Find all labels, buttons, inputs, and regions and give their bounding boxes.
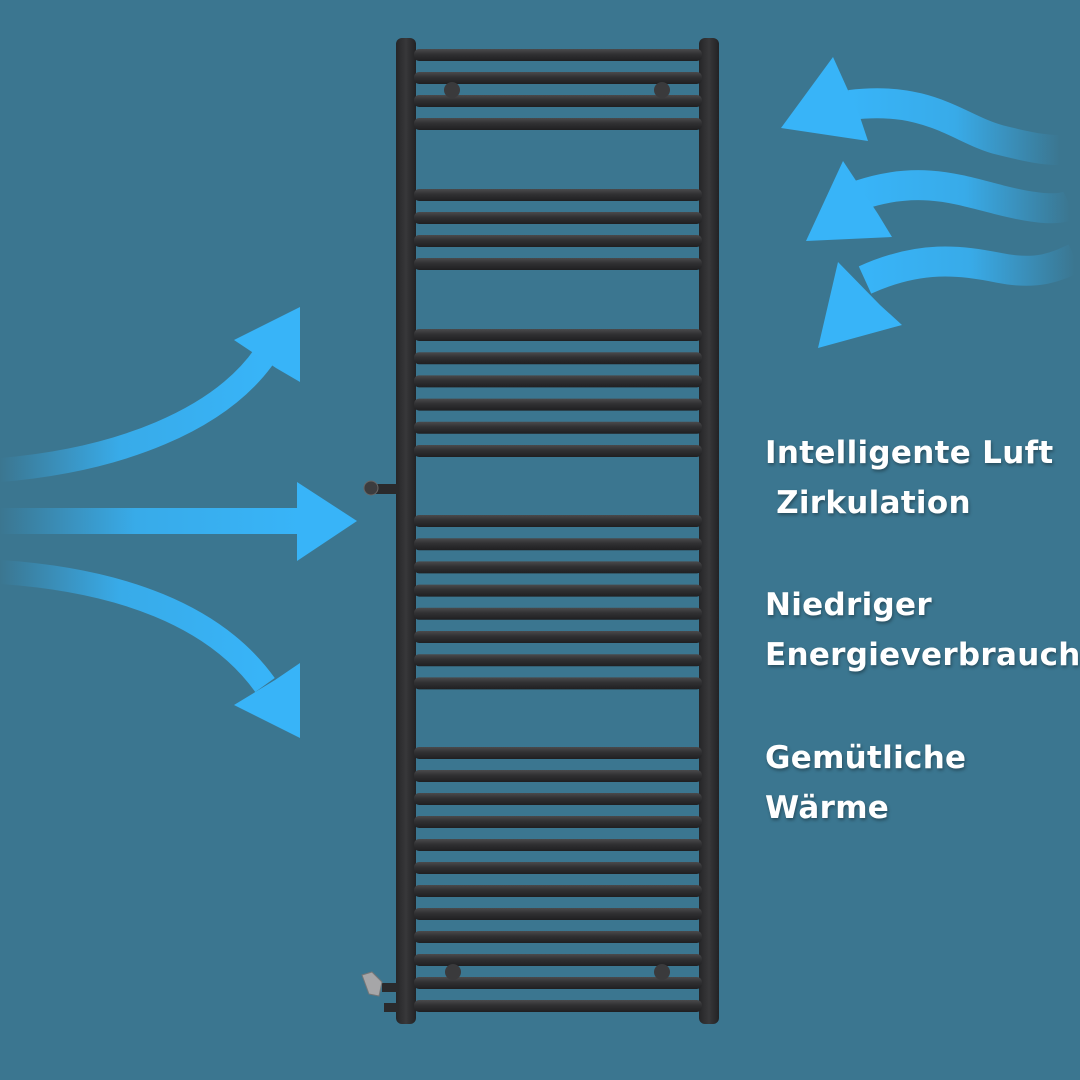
- radiator-bar: [414, 538, 702, 551]
- radiator-bar: [414, 329, 702, 341]
- wall-mount: [654, 964, 670, 980]
- radiator-bar: [414, 72, 702, 84]
- feature-air-circulation: Intelligente Luft Zirkulation: [765, 428, 1053, 528]
- wall-mount: [654, 82, 670, 98]
- heating-port: [374, 484, 398, 494]
- wall-mount: [445, 964, 461, 980]
- radiator-bars: [414, 49, 702, 1012]
- left-rail: [396, 38, 416, 1024]
- radiator-bar: [414, 793, 702, 805]
- wall-mount: [444, 82, 460, 98]
- radiator-bar: [414, 584, 702, 597]
- radiator: [361, 38, 719, 1024]
- radiator-bar: [414, 839, 702, 851]
- feature-low-energy: Niedriger Energieverbrauch: [765, 580, 1080, 680]
- radiator-bar: [414, 816, 702, 828]
- feature-cozy-warmth: Gemütliche Wärme: [765, 733, 966, 833]
- radiator-bar: [414, 607, 702, 620]
- arrow-curved-left-icon: [818, 244, 1080, 348]
- radiator-bar: [414, 885, 702, 897]
- radiator-bar: [414, 931, 702, 943]
- radiator-bar: [414, 654, 702, 667]
- feature-line: Niedriger: [765, 587, 932, 623]
- radiator-bar: [414, 398, 702, 411]
- arrow-curved-left-icon: [781, 57, 1061, 165]
- radiator-bar: [414, 445, 702, 457]
- radiator-bar: [414, 747, 702, 759]
- radiator-bar: [414, 770, 702, 782]
- feature-line: Wärme: [765, 790, 890, 826]
- feature-line: Zirkulation: [765, 485, 971, 521]
- radiator-bar: [414, 49, 702, 61]
- radiator-bar: [414, 561, 702, 574]
- right-rail: [699, 38, 719, 1024]
- radiator-bar: [414, 258, 702, 270]
- radiator-bar: [414, 95, 702, 107]
- valve-icon: [361, 971, 383, 997]
- radiator-bar: [414, 515, 702, 527]
- radiator-bar: [414, 908, 702, 920]
- radiator-bar: [414, 189, 702, 201]
- radiator-bar: [414, 352, 702, 365]
- radiator-bar: [414, 631, 702, 643]
- radiator-bar: [414, 862, 702, 874]
- arrow-curved-left-icon: [806, 161, 1077, 241]
- radiator-bar: [414, 421, 702, 434]
- radiator-bar: [414, 954, 702, 966]
- radiator-bar: [414, 1000, 702, 1012]
- radiator-bar: [414, 235, 702, 247]
- arrow-right-icon: [0, 482, 357, 561]
- heating-knob: [363, 480, 379, 496]
- radiator-bar: [414, 375, 702, 388]
- radiator-bar: [414, 977, 702, 989]
- radiator-bar: [414, 677, 702, 690]
- radiator-bar: [414, 212, 702, 224]
- feature-line: Energieverbrauch: [765, 637, 1080, 673]
- feature-line: Intelligente Luft: [765, 435, 1054, 471]
- arrow-up-right-icon: [0, 307, 300, 482]
- arrow-down-right-icon: [0, 560, 300, 738]
- feature-line: Gemütliche: [765, 740, 967, 776]
- radiator-bar: [414, 118, 702, 130]
